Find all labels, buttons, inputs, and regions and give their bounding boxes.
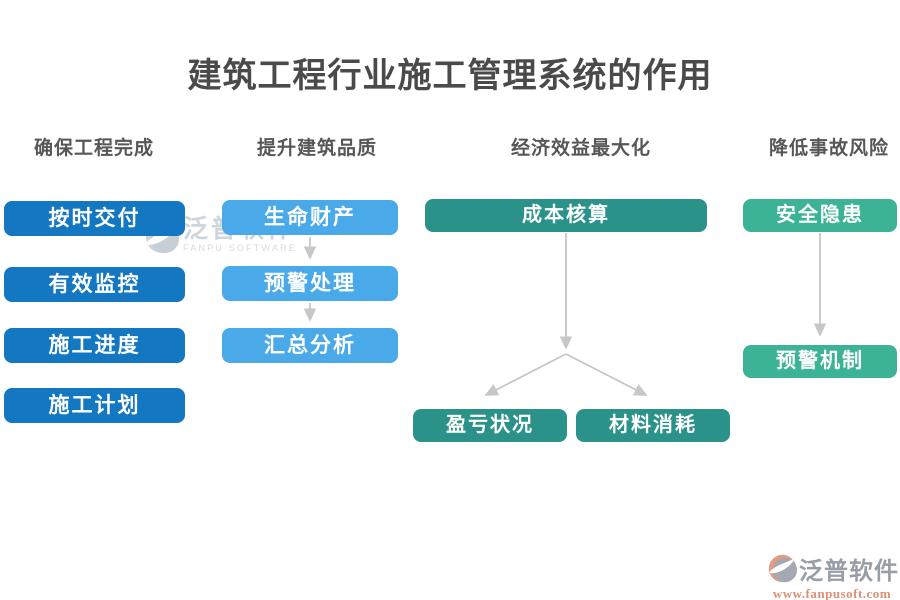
node-cost-accounting: 成本核算 [425, 199, 707, 232]
node-life-property: 生命财产 [222, 200, 398, 235]
node-material-consumption: 材料消耗 [576, 409, 730, 442]
arrow-split-right [565, 353, 648, 396]
page-title: 建筑工程行业施工管理系统的作用 [187, 58, 713, 95]
footer-brand-text: 泛普软件 [799, 559, 899, 585]
node-warning-mechanism: 预警机制 [743, 345, 897, 378]
watermark-subtitle-text: FANPU SOFTWARE [183, 243, 297, 253]
arrow-split-left [484, 353, 567, 396]
fanpu-logo-icon [768, 554, 797, 583]
node-warning-handling: 预警处理 [222, 266, 398, 301]
column-header-reduce-risk: 降低事故风险 [768, 138, 889, 159]
node-effective-monitoring: 有效监控 [4, 267, 185, 302]
column-header-maximize-benefit: 经济效益最大化 [510, 138, 651, 159]
column-header-ensure-completion: 确保工程完成 [33, 138, 154, 159]
node-safety-hazard: 安全隐患 [743, 199, 897, 232]
column-header-improve-quality: 提升建筑品质 [256, 138, 377, 159]
footer-website-text: www.fanpusoft.com [772, 586, 892, 600]
node-construction-plan: 施工计划 [4, 388, 185, 423]
fanpu-footer-logo: 泛普软件 www.fanpusoft.com [768, 551, 899, 600]
node-construction-progress: 施工进度 [4, 328, 185, 363]
node-summary-analysis: 汇总分析 [222, 328, 398, 363]
node-on-time-delivery: 按时交付 [4, 201, 185, 236]
node-profit-loss-status: 盈亏状况 [413, 409, 567, 442]
